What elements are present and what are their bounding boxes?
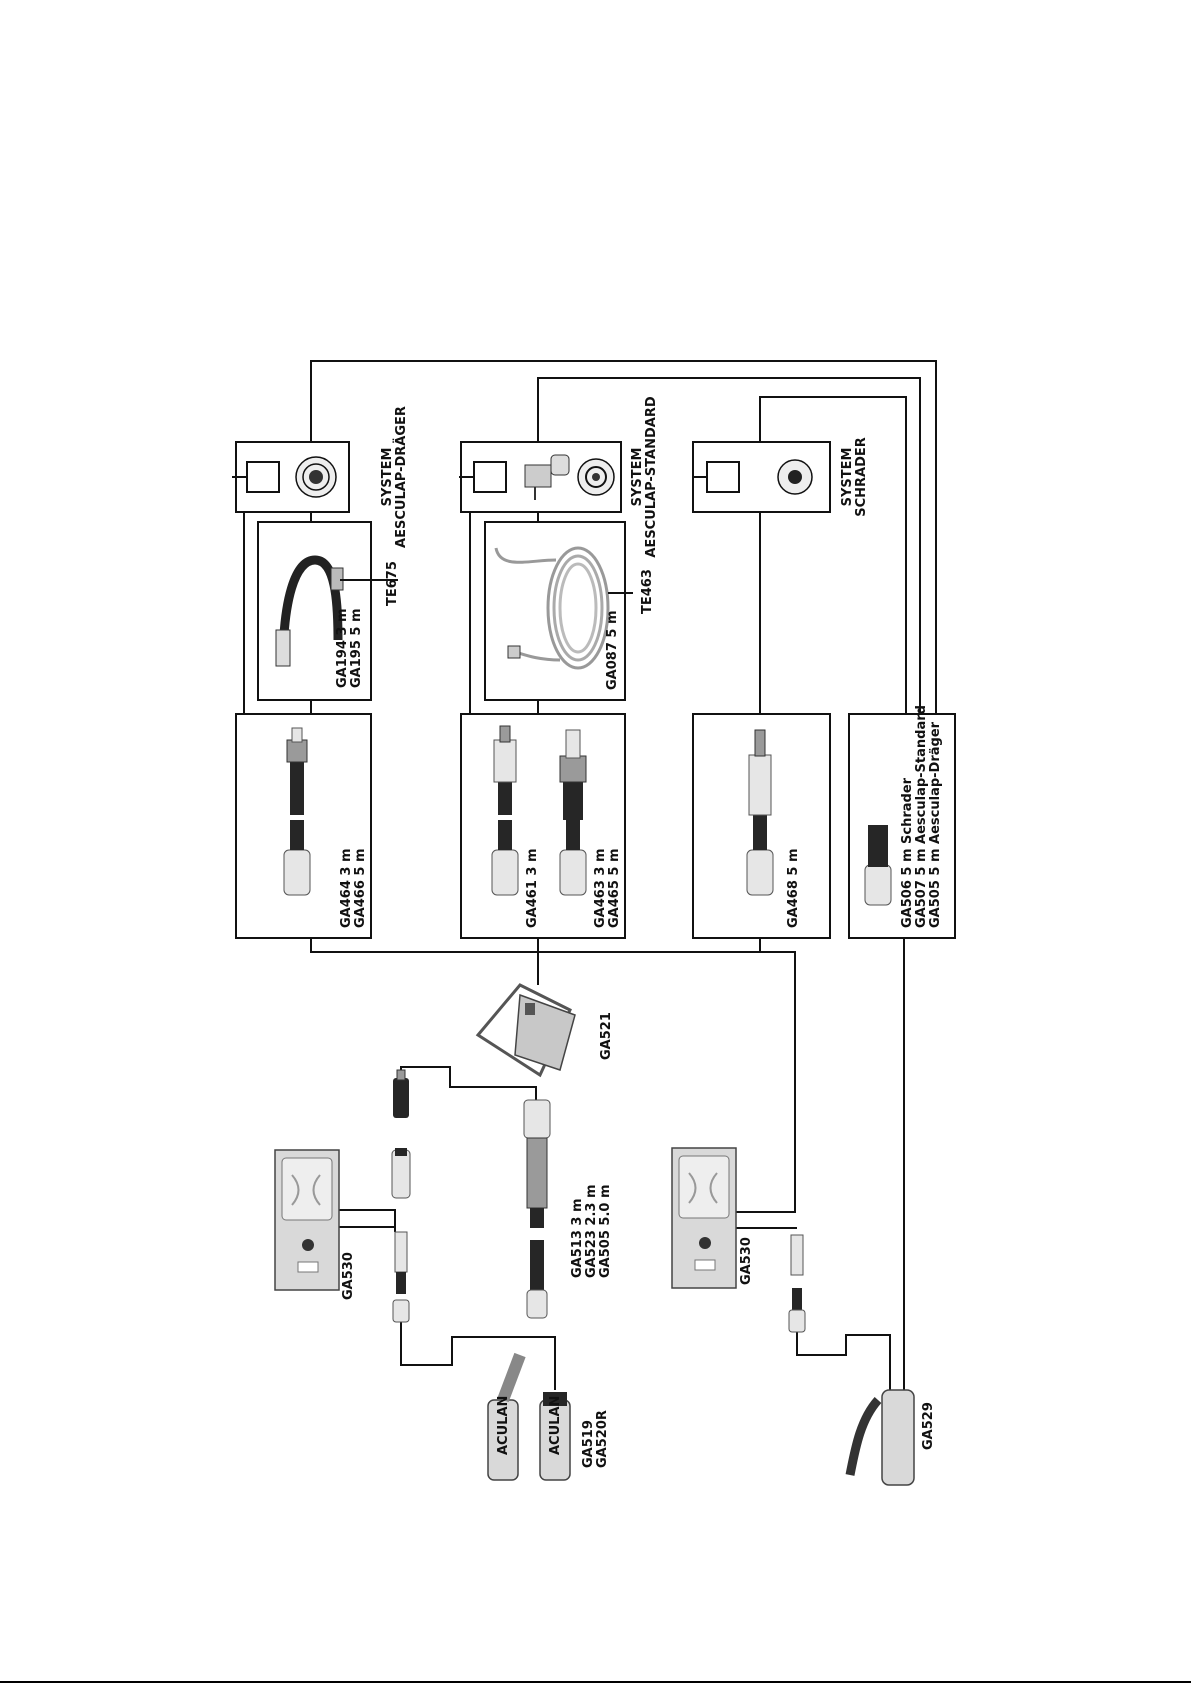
system-draeger: SYSTEM AESCULAP-DRÄGER: [232, 406, 409, 548]
hose-plug-icon: [523, 1099, 551, 1139]
ga513-label: GA513 3 m: [570, 1198, 585, 1278]
ga194-label: GA194 3 m: [335, 608, 350, 688]
system-schrader: SYSTEM SCHRADER: [692, 437, 869, 517]
ga520r-label: GA520R: [595, 1410, 610, 1468]
pressure-regulator-icon: [524, 454, 570, 500]
wire-ga530a-out: [338, 1209, 396, 1232]
ga464-label: GA464 3 m: [339, 848, 354, 928]
te463-label: TE463: [640, 569, 655, 614]
schrader-plug-icon: [748, 754, 772, 816]
system-standard-label-1: SYSTEM: [630, 448, 645, 507]
draeger-plug-icon: [286, 739, 308, 763]
wire-ga530b-ga529: [796, 1332, 891, 1400]
ga530-upper-label: GA530: [341, 1252, 356, 1300]
wire-footswitch: [400, 1066, 537, 1105]
ga463-label: GA463 3 m: [593, 848, 608, 928]
handpiece-ga520r: ACULAN: [539, 1392, 571, 1481]
ga507-label: GA507 5 m Aesculap-Standard: [914, 705, 929, 928]
system-standard-label-2: AESCULAP-STANDARD: [644, 396, 659, 557]
coiled-hose-icon: [494, 546, 610, 670]
wire-handpieces: [400, 1320, 556, 1390]
control-unit-ga530-upper: GA530: [274, 1149, 356, 1300]
foot-switch-ga521: GA521: [475, 983, 614, 1078]
ga465-label: GA465 5 m: [607, 848, 622, 928]
handpiece-ga519: ACULAN: [487, 1352, 526, 1481]
adapter-te463-box: GA087 5 m TE463: [484, 521, 655, 701]
wall-outlet-icon: [246, 461, 280, 493]
power-knob-icon: [699, 1237, 711, 1249]
quick-coupling-icon: [283, 849, 311, 896]
hose-coupling-icon: [394, 1231, 408, 1273]
adapter-coupling-icon: [275, 629, 291, 667]
ga519-brand: ACULAN: [496, 1396, 511, 1455]
motor-hose-main: GA513 3 m GA523 2.3 m GA505 5.0 m: [523, 1099, 613, 1319]
hose-box-draeger: GA464 3 m GA466 5 m: [235, 713, 372, 939]
wire-standard-return: [537, 377, 921, 716]
wire-draeger-return: [310, 360, 937, 716]
system-draeger-label-1: SYSTEM: [380, 448, 395, 507]
quick-coupling-icon: [864, 864, 892, 906]
control-unit-ga530-lower: GA530: [671, 1147, 754, 1289]
ga530-upper-hose: [392, 1231, 410, 1323]
hose-coupling-icon: [391, 1149, 411, 1199]
hose-box-standard: GA461 3 m GA463 3 m GA465 5 m: [460, 713, 626, 939]
ga520r-brand: ACULAN: [548, 1396, 563, 1455]
hose-coupling-icon: [393, 1078, 409, 1118]
ga505b-label: GA505 5 m Aesculap-Dräger: [928, 721, 943, 928]
ga523-label: GA523 2.3 m: [584, 1185, 599, 1279]
connection-lines: [243, 360, 937, 1400]
hose-coupling-icon: [526, 1289, 548, 1319]
quick-coupling-icon: [491, 849, 519, 896]
hose-box-ga529: GA506 5 m Schrader GA507 5 m Aesculap-St…: [848, 705, 956, 939]
blow-gun-ga529: GA529: [845, 1389, 936, 1486]
ga529-label: GA529: [921, 1402, 936, 1450]
ga521-label: GA521: [599, 1012, 614, 1060]
footswitch-hose: [391, 1069, 411, 1199]
quick-coupling-icon: [746, 849, 774, 896]
system-schrader-label-1: SYSTEM: [840, 448, 855, 507]
te675-label: TE675: [385, 561, 400, 606]
standard-plug-icon: [493, 739, 517, 783]
system-standard: SYSTEM AESCULAP-STANDARD: [459, 396, 659, 558]
power-knob-icon: [302, 1239, 314, 1251]
ga530-lower-label: GA530: [739, 1237, 754, 1285]
quick-coupling-icon: [559, 849, 587, 896]
wire-schrader-return: [759, 396, 907, 716]
hose-box-schrader: GA468 5 m: [692, 713, 831, 939]
ga519-label: GA519: [581, 1420, 596, 1468]
ga195-label: GA195 5 m: [349, 608, 364, 688]
ga530-lower-hose: [788, 1234, 806, 1333]
foot-switch-frame-icon: [475, 983, 572, 1078]
hose-coupling-icon: [790, 1234, 804, 1276]
ga466-label: GA466 5 m: [353, 848, 368, 928]
ga087-label: GA087 5 m: [605, 610, 620, 690]
ga461-label: GA461 3 m: [525, 848, 540, 928]
ga468-label: GA468 5 m: [786, 848, 801, 928]
page-bottom-rule: [0, 1681, 1191, 1683]
system-draeger-label-2: AESCULAP-DRÄGER: [393, 406, 409, 548]
blow-gun-body-icon: [881, 1389, 915, 1486]
ga506-label: GA506 5 m Schrader: [900, 777, 915, 928]
wall-outlet-icon: [473, 461, 507, 493]
wire-bottom-bus: [310, 938, 796, 1213]
foot-switch-pedal-icon: [514, 993, 576, 1071]
ga505-label: GA505 5.0 m: [598, 1185, 613, 1279]
system-schrader-label-2: SCHRADER: [854, 437, 869, 517]
standard-plug-icon: [559, 755, 587, 783]
adapter-te675-box: GA194 3 m GA195 5 m TE675: [257, 521, 400, 701]
adapter-hose-icon: [278, 555, 343, 667]
wall-outlet-icon: [706, 461, 740, 493]
trigger-lever-icon: [845, 1396, 882, 1476]
